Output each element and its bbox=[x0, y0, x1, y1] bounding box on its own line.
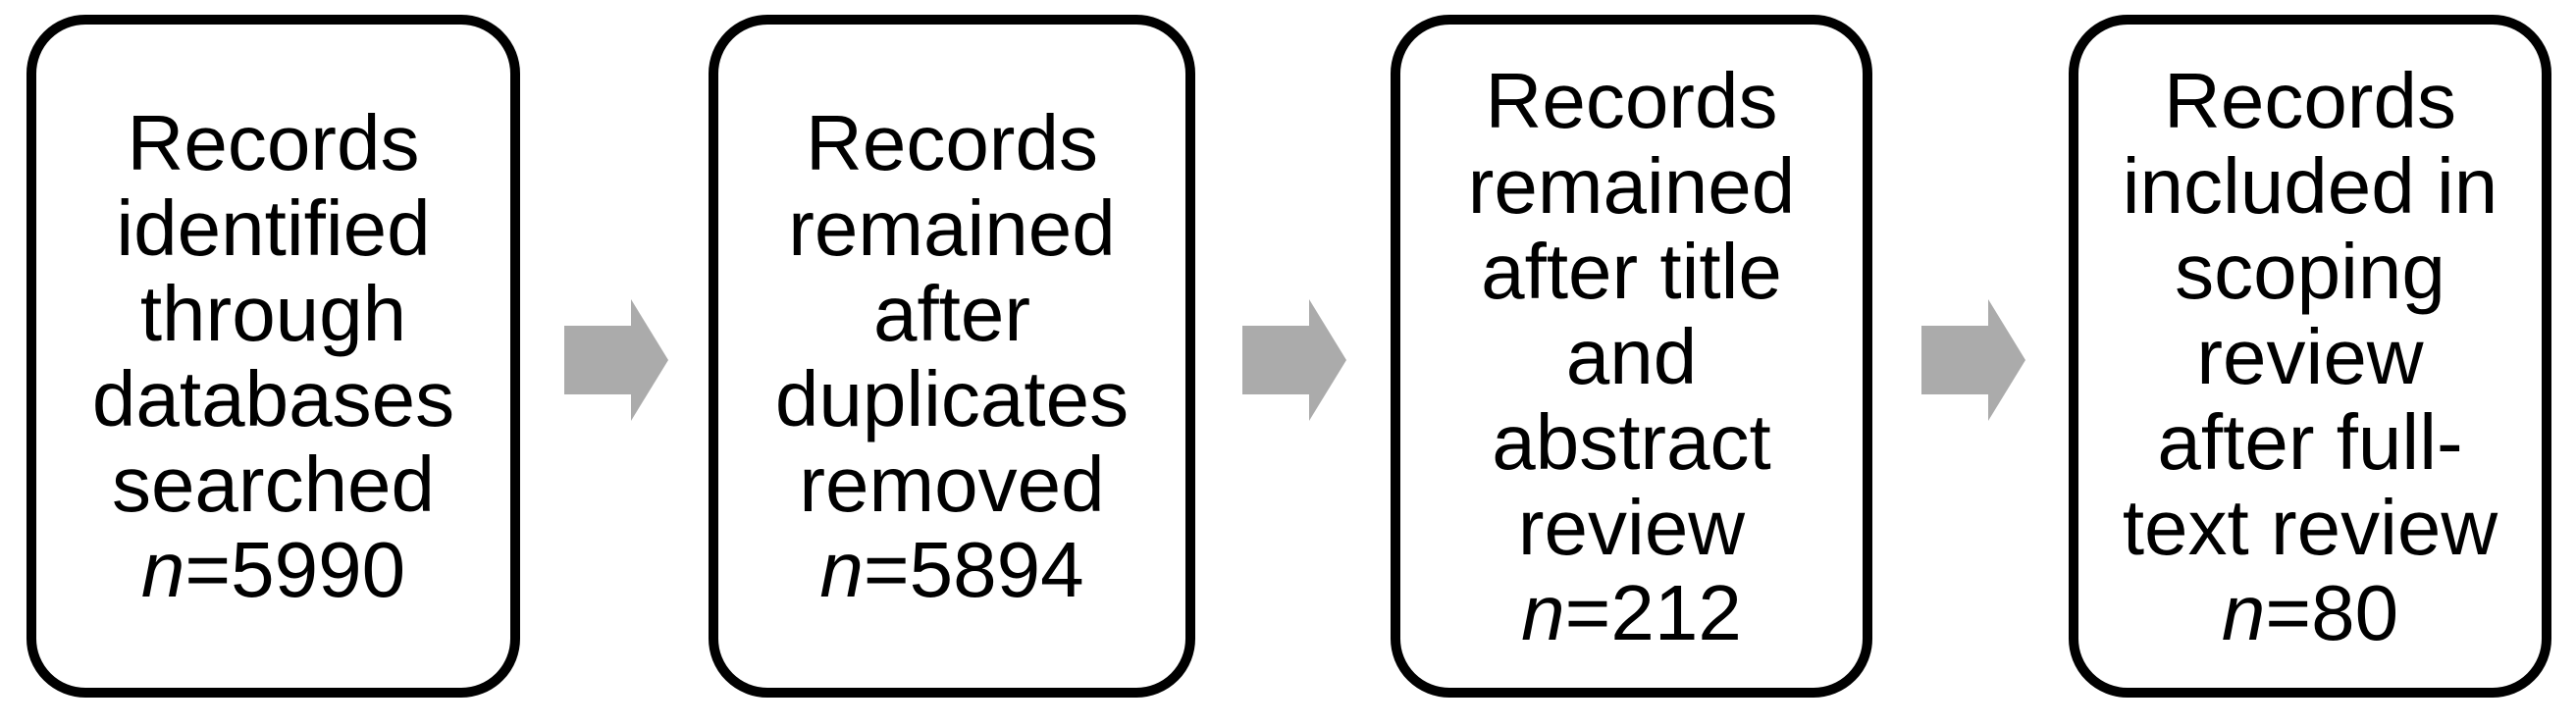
flow-step-records-identified: Records identified through databases sea… bbox=[26, 15, 520, 698]
flow-arrow-right-icon bbox=[564, 299, 668, 421]
n-symbol: n bbox=[1521, 568, 1565, 656]
flow-arrow-right-icon bbox=[1921, 299, 2025, 421]
step-text-line: duplicates bbox=[774, 355, 1130, 442]
n-symbol: n bbox=[140, 526, 185, 613]
step-text-line: Records bbox=[2164, 56, 2456, 144]
step-text-line: through bbox=[139, 270, 407, 357]
step-text-line: after bbox=[872, 270, 1031, 357]
step-text-line: after full- bbox=[2157, 397, 2463, 486]
record-count: n=5894 bbox=[819, 527, 1083, 612]
record-count: n=5990 bbox=[141, 527, 405, 612]
n-number: =212 bbox=[1564, 568, 1742, 656]
n-number: =80 bbox=[2265, 568, 2399, 656]
step-text-line: text review bbox=[2122, 483, 2498, 571]
record-count: n=80 bbox=[2222, 570, 2398, 655]
n-number: =5894 bbox=[863, 526, 1084, 613]
step-text-line: databases bbox=[91, 355, 455, 442]
step-text-line: remained bbox=[1467, 141, 1796, 230]
n-symbol: n bbox=[819, 526, 864, 613]
step-text-line: review bbox=[1517, 483, 1746, 571]
step-text-line: scoping bbox=[2175, 227, 2445, 315]
step-text-line: and bbox=[1565, 312, 1698, 400]
n-number: =5990 bbox=[184, 526, 406, 613]
flow-step-duplicates-removed: Records remained after duplicates remove… bbox=[709, 15, 1195, 698]
step-text-line: removed bbox=[799, 441, 1105, 528]
step-text-line: remained bbox=[788, 184, 1116, 272]
step-text-line: after title bbox=[1481, 227, 1782, 315]
step-text-line: searched bbox=[111, 441, 436, 528]
step-text-line: included in bbox=[2122, 141, 2498, 230]
step-text-line: Records bbox=[806, 99, 1098, 186]
record-count: n=212 bbox=[1521, 570, 1742, 655]
n-symbol: n bbox=[2221, 568, 2266, 656]
step-text-line: abstract bbox=[1492, 397, 1771, 486]
step-text-line: Records bbox=[1485, 56, 1778, 144]
flow-step-title-abstract-review: Records remained after title and abstrac… bbox=[1391, 15, 1872, 698]
step-text-line: identified bbox=[116, 184, 431, 272]
flow-arrow-right-icon bbox=[1242, 299, 1346, 421]
step-text-line: review bbox=[2196, 312, 2424, 400]
step-text-line: Records bbox=[127, 99, 420, 186]
flow-step-full-text-review-included: Records included in scoping review after… bbox=[2069, 15, 2551, 698]
